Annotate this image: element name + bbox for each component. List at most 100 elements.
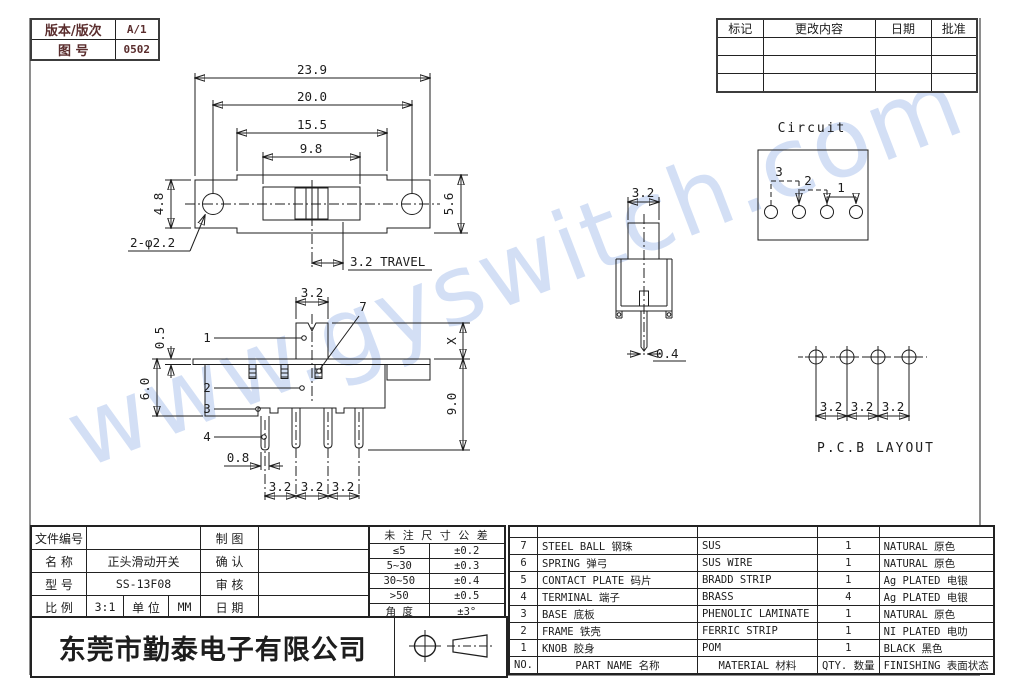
- file-no-label: 文件编号: [30, 525, 88, 550]
- circuit-pos-3: 3: [775, 164, 783, 179]
- company-row: 东莞市勤泰电子有限公司: [30, 616, 507, 678]
- label-holes: 2-φ2.2: [130, 235, 175, 250]
- confirm-value: [258, 549, 372, 573]
- dim-front-pitch-2: 3.2: [301, 479, 324, 494]
- third-angle-cone: [451, 634, 488, 658]
- dim-front-pitch-3: 3.2: [332, 479, 355, 494]
- model-label: 型 号: [30, 572, 88, 596]
- date-label: 日 期: [200, 595, 260, 620]
- label-travel: 3.2 TRAVEL: [350, 254, 425, 269]
- drawing-no-label: 图 号: [30, 39, 116, 61]
- tolerance-title-row: 未 注 尺 寸 公 差: [368, 525, 506, 544]
- version-label: 版本/版次: [30, 18, 116, 40]
- parts-header-finishing: FINISHING 表面状态: [878, 656, 995, 675]
- dim-front-pin-w: 0.8: [227, 450, 250, 465]
- dim-side-knob-w: 3.2: [632, 185, 655, 200]
- circuit-diagram: Circuit 3 2 1: [757, 121, 869, 241]
- tolerance-row: 30~50±0.4: [368, 573, 506, 589]
- tolerance-table: 未 注 尺 寸 公 差 ≤5±0.2 5~30±0.3 30~50±0.4 >5…: [368, 525, 506, 621]
- file-no-row: 文件编号 制 图: [30, 525, 372, 550]
- name-label: 名 称: [30, 549, 88, 573]
- company-block: 东莞市勤泰电子有限公司: [30, 616, 508, 678]
- pcb-layout: 3.2 3.2 3.2 P.C.B LAYOUT: [798, 346, 935, 456]
- revision-header-approve: 批准: [930, 18, 978, 38]
- dim-top-overall: 23.9: [297, 62, 327, 77]
- dim-pcb-2: 3.2: [851, 399, 874, 414]
- dim-top-frame: 15.5: [297, 117, 327, 132]
- tolerance-row: >50±0.5: [368, 588, 506, 604]
- dim-front-pitch-1: 3.2: [269, 479, 292, 494]
- dim-top-holes-span: 20.0: [297, 89, 327, 104]
- dim-front-plate-t: 0.5: [152, 327, 167, 350]
- side-view: 3.2 0.4: [615, 185, 686, 362]
- revision-empty-row: [716, 73, 978, 93]
- version-table: 版本/版次 A/1 图 号 0502: [30, 18, 160, 61]
- dim-top-ear-h: 4.8: [151, 193, 166, 216]
- pcb-title: P.C.B LAYOUT: [817, 441, 935, 456]
- revision-header-mark: 标记: [716, 18, 764, 38]
- leader-3: 3: [203, 401, 211, 416]
- unit-label: 单 位: [123, 595, 170, 620]
- name-row: 名 称 正头滑动开关 确 认: [30, 549, 372, 573]
- top-view: 23.9 20.0 15.5 9.8 4.8 5.6: [128, 62, 468, 271]
- parts-header-material: MATERIAL 材料: [696, 656, 818, 675]
- parts-header-row: NO. PART NAME 名称 MATERIAL 材料 QTY. 数量 FIN…: [508, 656, 995, 675]
- leader-4: 4: [203, 429, 211, 444]
- model-row: 型 号 SS-13F08 审 核: [30, 572, 372, 596]
- circuit-pos-2: 2: [804, 173, 812, 188]
- revision-header-row: 标记 更改内容 日期 批准: [716, 18, 978, 38]
- version-value: A/1: [114, 18, 160, 40]
- draw-label: 制 图: [200, 525, 260, 550]
- parts-empty-row: [508, 525, 995, 538]
- version-row: 版本/版次 A/1: [30, 18, 160, 40]
- revision-header-date: 日期: [874, 18, 932, 38]
- model-value: SS-13F08: [86, 572, 202, 596]
- tolerance-row: 5~30±0.3: [368, 558, 506, 574]
- draw-value: [258, 525, 372, 550]
- revision-empty-row: [716, 55, 978, 74]
- tolerance-row: ≤5±0.2: [368, 543, 506, 559]
- dim-front-total-h: 9.0: [444, 393, 459, 416]
- front-view: 1 2 3 4 7 3.2 0.5 6.0: [137, 285, 470, 500]
- dim-pcb-1: 3.2: [820, 399, 843, 414]
- projection-symbols: [408, 630, 494, 662]
- leader-1: 1: [203, 330, 211, 345]
- circuit-pos-1: 1: [837, 180, 845, 195]
- scale-row: 比 例 3:1 单 位 MM 日 期: [30, 595, 372, 620]
- circuit-title: Circuit: [778, 121, 847, 136]
- parts-header-no: NO.: [508, 656, 538, 675]
- audit-label: 审 核: [200, 572, 260, 596]
- dim-top-opening: 9.8: [300, 141, 323, 156]
- file-no-value: [86, 525, 202, 550]
- leader-2: 2: [203, 380, 211, 395]
- tolerance-title: 未 注 尺 寸 公 差: [368, 525, 506, 544]
- leader-7: 7: [359, 299, 367, 314]
- confirm-label: 确 认: [200, 549, 260, 573]
- dim-front-knob-w: 3.2: [301, 285, 324, 300]
- dim-side-pin-t: 0.4: [656, 346, 679, 361]
- revision-table: 标记 更改内容 日期 批准: [716, 18, 978, 93]
- company-name: 东莞市勤泰电子有限公司: [30, 616, 395, 678]
- name-value: 正头滑动开关: [86, 549, 202, 573]
- drawing-no-row: 图 号 0502: [30, 39, 160, 61]
- dim-top-body-h: 5.6: [441, 193, 456, 216]
- dim-front-body-h: 6.0: [137, 378, 152, 401]
- dim-pcb-3: 3.2: [882, 399, 905, 414]
- revision-header-content: 更改内容: [762, 18, 876, 38]
- projection-symbols-cell: [393, 616, 507, 678]
- parts-header-qty: QTY. 数量: [816, 656, 880, 675]
- revision-empty-row: [716, 37, 978, 56]
- dim-front-knob-h: X: [444, 337, 459, 345]
- drawing-no-value: 0502: [114, 39, 160, 61]
- scale-value: 3:1: [86, 595, 125, 620]
